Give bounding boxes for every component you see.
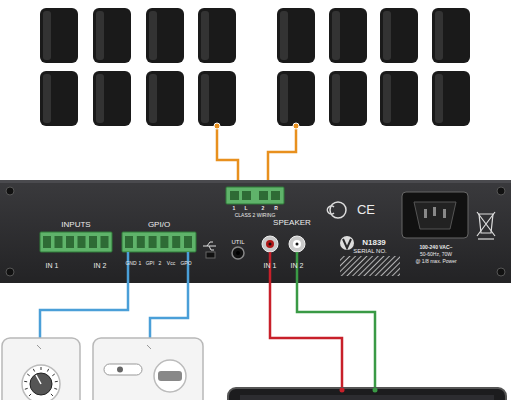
pin-label: 2 xyxy=(159,261,162,266)
pin-label: GPO xyxy=(180,261,191,266)
terminal-number: 1 xyxy=(233,206,236,211)
speaker-array xyxy=(40,8,470,126)
wiring-class: CLASS 2 WIRING xyxy=(235,213,276,218)
pin-label: GPI xyxy=(146,261,155,266)
speaker xyxy=(198,71,236,126)
audio-wire-left xyxy=(270,252,342,392)
channel-letter: L xyxy=(244,206,247,211)
terminal-number: 2 xyxy=(262,206,265,211)
selector-wall-plate xyxy=(93,338,203,400)
port-label: UTIL xyxy=(231,239,244,245)
section-label: GPI/O xyxy=(148,221,170,229)
port-label: IN 1 xyxy=(264,262,277,269)
model-number: N1839 xyxy=(362,239,386,247)
audio-source-device xyxy=(228,388,506,400)
speaker xyxy=(93,8,131,63)
speaker xyxy=(93,71,131,126)
pin-label: 1 xyxy=(139,261,142,266)
speaker xyxy=(146,71,184,126)
certification-mark: CE xyxy=(357,203,375,216)
serial-label: SERIAL NO. xyxy=(353,248,386,254)
pin-label: GND xyxy=(125,261,136,266)
power-rating: @ 1/8 max. Power xyxy=(415,259,456,264)
power-rating: 50-60Hz, 70W xyxy=(420,252,452,257)
section-label: SPEAKER xyxy=(273,219,311,227)
speaker xyxy=(40,71,78,126)
volume-wall-plate xyxy=(2,338,80,400)
speaker xyxy=(146,8,184,63)
speaker xyxy=(432,8,470,63)
speaker xyxy=(277,71,315,126)
amplifier-rear-panel xyxy=(0,180,511,283)
gpio-wire xyxy=(40,252,188,340)
speaker xyxy=(432,71,470,126)
speaker xyxy=(329,71,367,126)
pin-label: Vcc xyxy=(167,261,175,266)
speaker xyxy=(380,8,418,63)
channel-letter: R xyxy=(274,206,278,211)
input-label: IN 1 xyxy=(46,262,59,269)
speaker xyxy=(198,8,236,63)
port-label: IN 2 xyxy=(291,262,304,269)
speaker xyxy=(380,71,418,126)
speaker xyxy=(329,8,367,63)
input-label: IN 2 xyxy=(94,262,107,269)
section-label: INPUTS xyxy=(61,221,90,229)
power-rating: 100-240 VAC~ xyxy=(420,245,453,250)
audio-wire-right xyxy=(297,252,375,392)
speaker xyxy=(277,8,315,63)
speaker xyxy=(40,8,78,63)
